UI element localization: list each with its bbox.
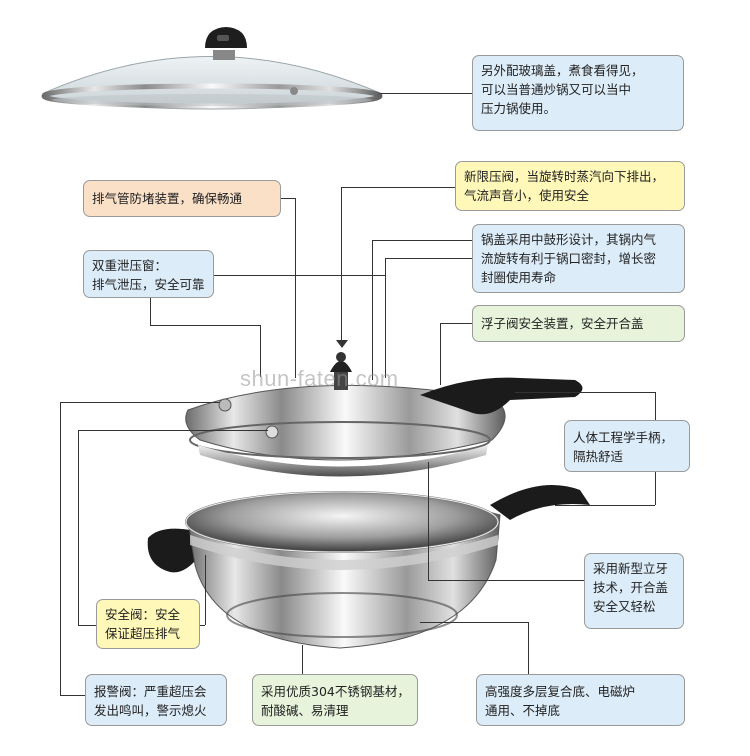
callout-glass-lid: 另外配玻璃盖，煮食看得见， 可以当普通炒锅又可以当中 压力锅使用。 bbox=[472, 55, 684, 131]
connector-line bbox=[420, 622, 528, 623]
callout-line: 流旋转有利于锅口密封，增长密 bbox=[481, 251, 657, 266]
connector-line bbox=[295, 198, 296, 378]
connector-line bbox=[515, 392, 655, 393]
callout-line: 高强度多层复合底、电磁炉 bbox=[485, 684, 636, 699]
connector-line bbox=[260, 325, 261, 377]
callout-line: 保证超压排气 bbox=[105, 626, 181, 641]
callout-line: 压力锅使用。 bbox=[481, 101, 557, 116]
pressure-lid bbox=[185, 352, 583, 477]
connector-line bbox=[150, 297, 151, 325]
callout-line: 可以当普通炒锅又可以当中 bbox=[481, 82, 632, 97]
connector-line bbox=[198, 625, 205, 626]
callout-line: 通用、不掉底 bbox=[485, 703, 561, 718]
callout-line: 排气管防堵装置，确保畅通 bbox=[92, 191, 243, 206]
connector-line bbox=[380, 93, 472, 94]
connector-line bbox=[302, 645, 303, 675]
connector-line bbox=[78, 625, 96, 626]
callout-line: 封圈使用寿命 bbox=[481, 270, 557, 285]
callout-line: 报警阀：严重超压会 bbox=[94, 684, 207, 699]
connector-line bbox=[205, 555, 206, 625]
connector-line bbox=[372, 240, 373, 380]
callout-line: 另外配玻璃盖，煮食看得见， bbox=[481, 63, 644, 78]
callout-line: 采用优质304不锈钢基材， bbox=[261, 684, 410, 699]
callout-drum-lid: 锅盖采用中鼓形设计，其锅内气 流旋转有利于锅口密封，增长密 封圈使用寿命 bbox=[472, 224, 685, 293]
callout-line: 新限压阀，当旋转时蒸汽向下排出， bbox=[464, 169, 665, 184]
callout-line: 隔热舒适 bbox=[573, 449, 624, 464]
connector-line bbox=[341, 187, 342, 342]
connector-line bbox=[385, 258, 472, 259]
connector-line bbox=[213, 275, 385, 276]
callout-line: 气流声音小，使用安全 bbox=[464, 188, 590, 203]
connector-line bbox=[78, 430, 79, 625]
callout-line: 浮子阀安全装置，安全开合盖 bbox=[481, 316, 644, 331]
connector-line bbox=[60, 402, 220, 403]
connector-line bbox=[60, 695, 85, 696]
callout-line: 发出鸣叫，警示熄火 bbox=[94, 703, 207, 718]
connector-line bbox=[372, 240, 472, 241]
callout-line: 耐酸碱、易清理 bbox=[261, 703, 349, 718]
connector-line bbox=[428, 462, 429, 580]
connector-line bbox=[555, 505, 655, 506]
callout-line: 安全阀：安全 bbox=[105, 607, 181, 622]
connector-line bbox=[280, 198, 295, 199]
callout-line: 锅盖采用中鼓形设计，其锅内气 bbox=[481, 232, 657, 247]
arrow-head bbox=[336, 340, 348, 348]
connector-line bbox=[440, 323, 473, 324]
callout-float-valve: 浮子阀安全装置，安全开合盖 bbox=[472, 305, 685, 342]
callout-handle: 人体工程学手柄， 隔热舒适 bbox=[564, 420, 690, 472]
callout-dual-window: 双重泄压窗： 排气泄压，安全可靠 bbox=[83, 250, 214, 298]
pot-body bbox=[147, 485, 590, 649]
callout-steel: 采用优质304不锈钢基材， 耐酸碱、易清理 bbox=[252, 674, 418, 726]
connector-line bbox=[150, 325, 260, 326]
connector-line bbox=[60, 402, 61, 695]
callout-alarm-valve: 报警阀：严重超压会 发出鸣叫，警示熄火 bbox=[85, 674, 227, 726]
watermark: shun-faten.com bbox=[240, 366, 399, 391]
callout-line: 安全又轻松 bbox=[593, 599, 656, 614]
connector-line bbox=[528, 622, 529, 674]
connector-line bbox=[440, 323, 441, 385]
connector-line bbox=[78, 430, 268, 431]
callout-line: 人体工程学手柄， bbox=[573, 430, 674, 445]
callout-teeth: 采用新型立牙 技术，开合盖 安全又轻松 bbox=[584, 553, 684, 629]
callout-line: 双重泄压窗： bbox=[92, 258, 168, 273]
callout-safety-valve: 安全阀：安全 保证超压排气 bbox=[96, 599, 200, 649]
glass-lid bbox=[41, 27, 383, 110]
callout-base: 高强度多层复合底、电磁炉 通用、不掉底 bbox=[476, 674, 685, 726]
callout-line: 技术，开合盖 bbox=[593, 580, 669, 595]
callout-new-valve: 新限压阀，当旋转时蒸汽向下排出， 气流声音小，使用安全 bbox=[455, 161, 685, 211]
connector-line bbox=[341, 187, 456, 188]
callout-line: 采用新型立牙 bbox=[593, 561, 669, 576]
callout-exhaust-pipe: 排气管防堵装置，确保畅通 bbox=[83, 180, 281, 217]
callout-line: 排气泄压，安全可靠 bbox=[92, 277, 205, 292]
connector-line bbox=[385, 258, 386, 378]
connector-line bbox=[428, 580, 584, 581]
